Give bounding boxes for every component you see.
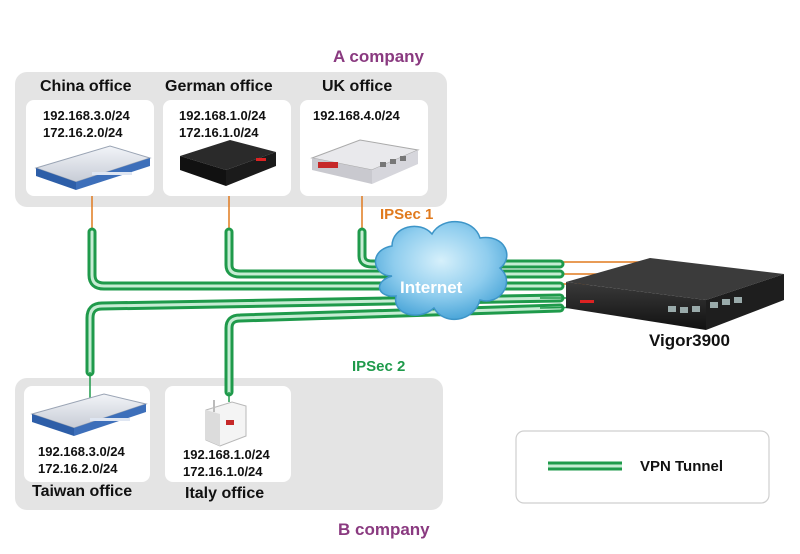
- italy-office-name: Italy office: [185, 485, 265, 502]
- vpn-tunnels: [85, 227, 565, 397]
- company-b-label: B company: [338, 520, 430, 539]
- ipsec2-label: IPSec 2: [352, 358, 406, 375]
- vigor3900-label: Vigor3900: [649, 331, 730, 350]
- company-a-label: A company: [333, 47, 425, 66]
- german-office-net2: 172.16.1.0/24: [179, 125, 259, 140]
- vigor3900-device: [566, 258, 784, 330]
- internet-cloud: [374, 220, 508, 321]
- taiwan-router-device: [30, 393, 148, 436]
- china-router-device: [34, 145, 152, 190]
- legend-label: VPN Tunnel: [640, 458, 724, 475]
- china-office-net1: 192.168.3.0/24: [43, 108, 130, 123]
- internet-label: Internet: [400, 278, 463, 297]
- german-router-device: [180, 140, 276, 186]
- taiwan-office-name: Taiwan office: [32, 483, 133, 500]
- taiwan-office-net2: 172.16.2.0/24: [38, 461, 118, 476]
- german-office-name: German office: [165, 78, 273, 95]
- italy-office-net1: 192.168.1.0/24: [183, 447, 270, 462]
- uk-office-name: UK office: [322, 78, 393, 95]
- uk-office-net1: 192.168.4.0/24: [313, 108, 400, 123]
- italy-office-net2: 172.16.1.0/24: [183, 464, 263, 479]
- taiwan-office-net1: 192.168.3.0/24: [38, 444, 125, 459]
- ipsec1-label: IPSec 1: [380, 206, 434, 223]
- legend-box: [515, 430, 770, 504]
- uk-router-device: [310, 139, 420, 184]
- german-office-net1: 192.168.1.0/24: [179, 108, 266, 123]
- china-office-name: China office: [40, 78, 132, 95]
- italy-router-device: [205, 400, 247, 447]
- china-office-net2: 172.16.2.0/24: [43, 125, 123, 140]
